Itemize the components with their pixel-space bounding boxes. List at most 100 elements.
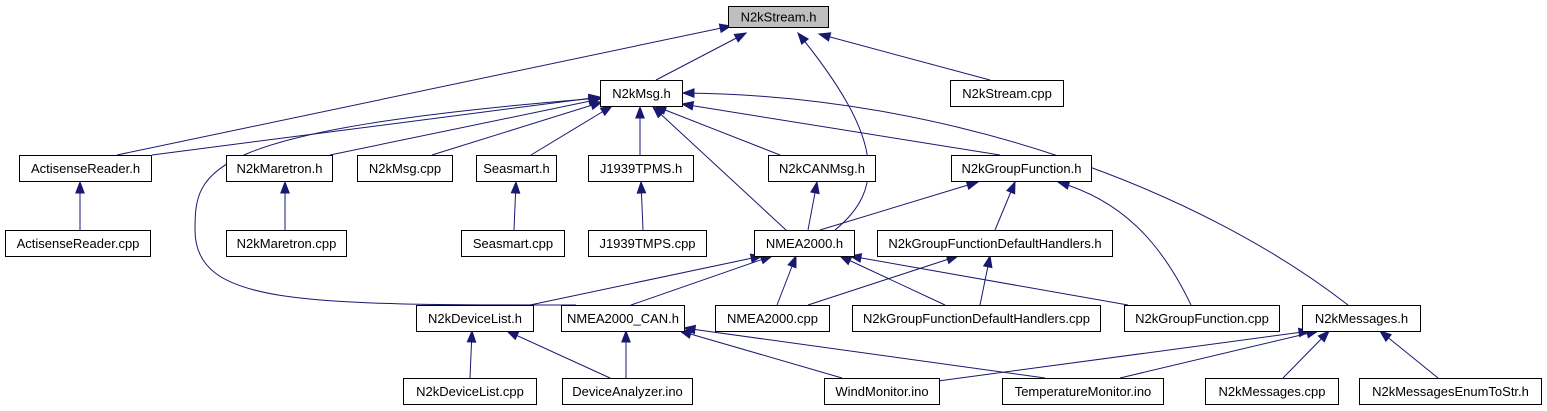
node-nmea2000-h[interactable]: NMEA2000.h [754, 230, 855, 257]
edge-arrowhead [810, 180, 820, 195]
edge-arrowhead [838, 255, 853, 266]
node-messages-h[interactable]: N2kMessages.h [1302, 305, 1421, 332]
edge-nmea2000_h-to-groupfn_h [819, 180, 980, 231]
edge-line [1119, 330, 1319, 379]
edge-arrowhead [510, 180, 521, 194]
edge-groupfn_h-to-msg_h [680, 100, 1001, 156]
node-label: N2kMsg.h [612, 86, 671, 101]
edge-line [329, 98, 601, 156]
edge-arrowhead [589, 100, 604, 111]
edge-enumtostr_h-to-messages_h [1378, 330, 1439, 379]
edge-arrowhead [1317, 329, 1330, 343]
node-msg-cpp[interactable]: N2kMsg.cpp [357, 155, 453, 182]
node-analyzer-ino[interactable]: DeviceAnalyzer.ino [562, 378, 693, 405]
node-label: N2kStream.cpp [962, 86, 1052, 101]
node-nmeacan-h[interactable]: NMEA2000_CAN.h [561, 305, 685, 332]
node-label: J1939TMPS.cpp [599, 236, 695, 251]
node-box [852, 305, 1101, 332]
edge-arrowhead [599, 105, 614, 117]
node-stream-cpp[interactable]: N2kStream.cpp [950, 80, 1064, 107]
edge-maretron_cpp-to-maretron_h [280, 180, 290, 230]
node-devicelist-h[interactable]: N2kDeviceList.h [416, 305, 534, 332]
edge-line [116, 25, 732, 156]
node-msg-h[interactable]: N2kMsg.h [600, 80, 683, 107]
edge-line [530, 105, 613, 156]
edge-temp_ino-to-messages_h [1119, 328, 1320, 379]
node-gfdh-h[interactable]: N2kGroupFunctionDefaultHandlers.h [877, 230, 1113, 257]
node-maretron-h[interactable]: N2kMaretron.h [226, 155, 333, 182]
edge-tpms_cpp-to-tpms_h [636, 180, 647, 231]
node-label: N2kDeviceList.h [428, 311, 522, 326]
node-groupfn-cpp[interactable]: N2kGroupFunction.cpp [1124, 305, 1280, 332]
node-maretron-cpp[interactable]: N2kMaretron.cpp [226, 230, 347, 257]
node-seasmart-cpp[interactable]: Seasmart.cpp [461, 230, 565, 257]
node-tpms-cpp[interactable]: J1939TMPS.cpp [588, 230, 707, 257]
edge-wind_ino-to-nmeacan_h [678, 329, 843, 379]
edge-line [1379, 330, 1439, 379]
node-groupfn-h[interactable]: N2kGroupFunction.h [951, 155, 1092, 182]
edge-arrowhead [678, 329, 693, 339]
node-label: N2kMaretron.cpp [237, 236, 337, 251]
node-box [768, 155, 876, 182]
node-label: N2kGroupFunction.h [962, 161, 1082, 176]
edge-arrowhead [651, 106, 665, 119]
edge-line [654, 105, 781, 156]
node-actisense-cpp[interactable]: ActisenseReader.cpp [5, 230, 151, 257]
edge-line [839, 255, 946, 306]
edge-line [849, 255, 1129, 306]
node-label: N2kMaretron.h [237, 161, 323, 176]
edge-line [681, 103, 1001, 156]
edge-arrowhead [982, 254, 993, 269]
node-tpms-h[interactable]: J1939TPMS.h [588, 155, 694, 182]
edge-nmea2000_h-to-msg_h [651, 106, 787, 231]
edge-line [683, 327, 1046, 379]
node-box [951, 155, 1092, 182]
edge-line [1057, 181, 1192, 306]
node-actisense-h[interactable]: ActisenseReader.h [19, 155, 152, 182]
edge-arrowhead [787, 254, 797, 269]
edge-nmea2000_h-to-stream_h [797, 31, 869, 231]
edge-arrowhead [280, 180, 290, 194]
edge-line [937, 330, 1311, 382]
edge-temp_ino-to-nmeacan_h [682, 324, 1046, 379]
node-nmea2000-cpp[interactable]: NMEA2000.cpp [715, 305, 830, 332]
node-box [561, 305, 685, 332]
edge-line [655, 32, 747, 81]
edge-arrowhead [681, 88, 695, 99]
edge-analyzer_ino-to-devicelist_h [505, 330, 611, 379]
edge-arrowhead [1056, 180, 1071, 190]
node-box [754, 230, 855, 257]
edge-nmeacan_h-to-nmea2000_h [630, 255, 774, 306]
node-label: N2kMessages.cpp [1219, 384, 1326, 399]
node-label: Seasmart.cpp [473, 236, 553, 251]
node-box [5, 230, 151, 257]
node-seasmart-h[interactable]: Seasmart.h [476, 155, 557, 182]
node-gfdh-cpp[interactable]: N2kGroupFunctionDefaultHandlers.cpp [852, 305, 1101, 332]
node-box [226, 230, 347, 257]
edge-nmea2000_cpp-to-gfdh_h [807, 254, 960, 306]
edge-line [679, 330, 843, 379]
node-box [588, 230, 707, 257]
node-enumtostr-h[interactable]: N2kMessagesEnumToStr.h [1359, 378, 1542, 405]
node-devicelist-cpp[interactable]: N2kDeviceList.cpp [403, 378, 537, 405]
node-canmsg-h[interactable]: N2kCANMsg.h [768, 155, 876, 182]
node-temp-ino[interactable]: TemperatureMonitor.ino [1002, 378, 1164, 405]
edge-arrowhead [588, 94, 602, 104]
node-box [588, 155, 694, 182]
edge-arrowhead [1378, 330, 1393, 343]
edge-canmsg_h-to-msg_h [653, 105, 781, 156]
node-wind-ino[interactable]: WindMonitor.ino [824, 378, 940, 405]
nodes-layer: N2kStream.hN2kStream.cppN2kMsg.hActisens… [5, 6, 1542, 405]
edge-arrowhead [621, 329, 631, 343]
edge-maretron_h-to-msg_h [329, 96, 602, 156]
node-box [824, 378, 940, 405]
node-box [1002, 378, 1164, 405]
node-box [950, 80, 1064, 107]
edge-arrowhead [680, 100, 695, 111]
edge-wind_ino-to-messages_h [937, 327, 1312, 382]
node-box [461, 230, 565, 257]
node-box [476, 155, 557, 182]
node-messages-cpp[interactable]: N2kMessages.cpp [1205, 378, 1339, 405]
node-label: NMEA2000.cpp [727, 311, 818, 326]
